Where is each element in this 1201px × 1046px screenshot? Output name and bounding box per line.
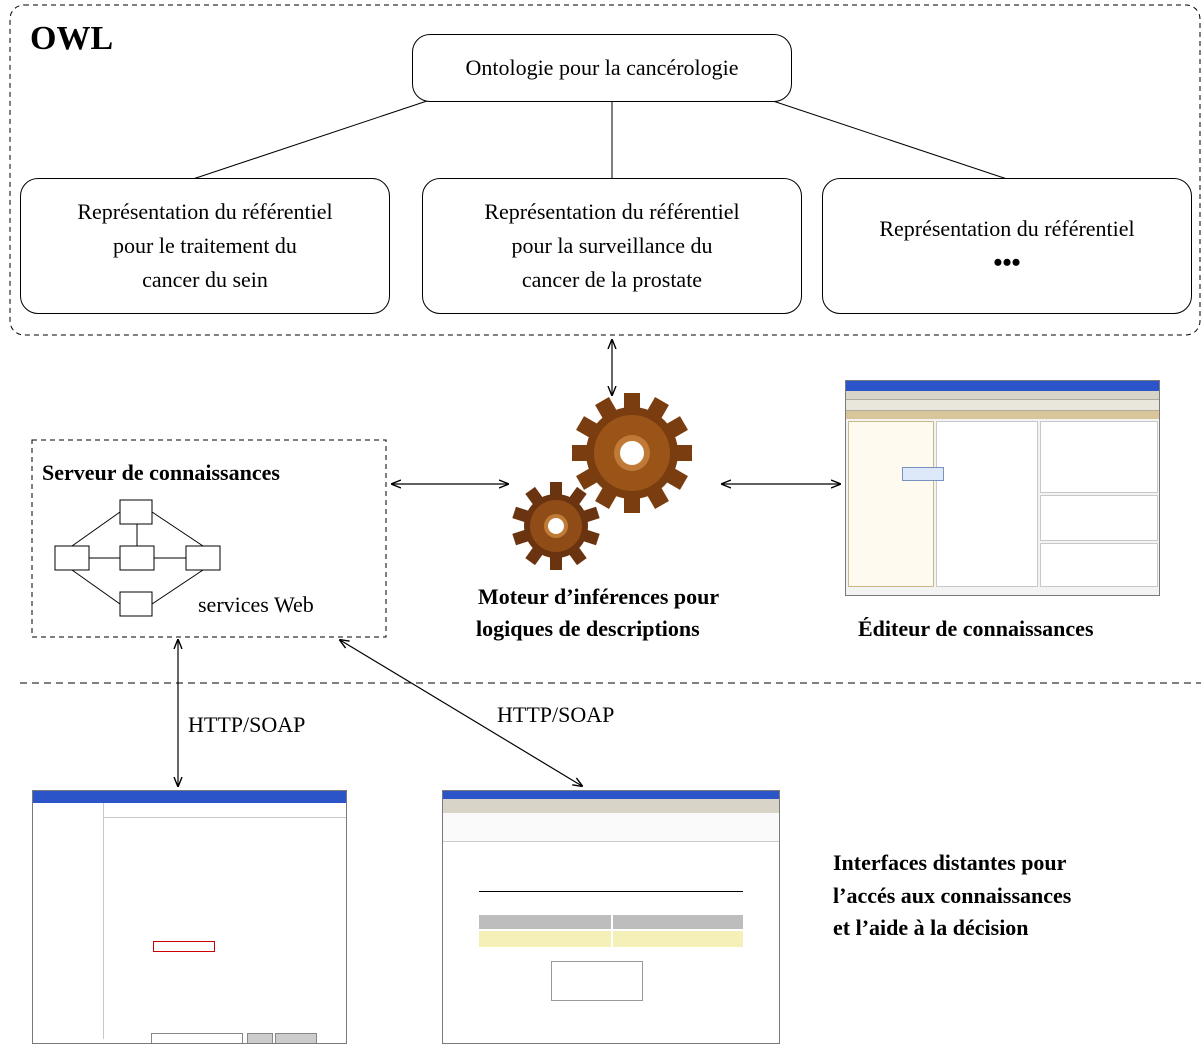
referential-line: cancer du sein <box>142 267 268 292</box>
editor-menubar <box>846 391 1159 400</box>
owl-label: OWL <box>30 20 114 57</box>
editor-screenshot <box>845 380 1160 596</box>
referential-box-prostate: Représentation du référentiel pour la su… <box>422 178 802 314</box>
web-client-toolbar <box>443 799 779 814</box>
referential-line: pour le traitement du <box>113 233 297 258</box>
web-client-screenshot <box>442 790 780 1044</box>
tree-line-right <box>769 99 1011 181</box>
ontology-root-label: Ontologie pour la cancérologie <box>465 55 739 80</box>
editor-titlebar <box>846 381 1159 391</box>
remote-interfaces-line1: Interfaces distantes pour <box>833 850 1067 875</box>
small-gear-icon <box>512 482 600 570</box>
gear-icon <box>572 393 692 513</box>
web-client-titlebar <box>443 791 779 799</box>
desktop-client-screenshot <box>32 790 347 1044</box>
knowledge-server-title: Serveur de connaissances <box>42 460 280 485</box>
ellipsis-label: ••• <box>993 248 1021 277</box>
web-services-label: services Web <box>198 592 314 617</box>
referential-line: Représentation du référentiel <box>484 199 740 224</box>
http-soap-label-left: HTTP/SOAP <box>188 712 306 737</box>
referential-line: Représentation du référentiel <box>77 199 333 224</box>
knowledge-editor-caption: Éditeur de connaissances <box>858 616 1094 641</box>
referential-line: cancer de la prostate <box>521 267 703 292</box>
tree-line-left <box>189 99 431 181</box>
ontology-root-box: Ontologie pour la cancérologie <box>412 34 792 102</box>
owl-region-border <box>9 4 1201 336</box>
service-graph <box>54 499 221 617</box>
inference-engine-caption-line2: logiques de descriptions <box>476 616 700 641</box>
remote-interfaces-line3: et l’aide à la décision <box>833 915 1029 940</box>
desktop-client-titlebar <box>33 791 346 803</box>
http-soap-label-right: HTTP/SOAP <box>497 702 615 727</box>
knowledge-server-border <box>31 439 387 638</box>
remote-interfaces-line2: l’accés aux connaissances <box>833 883 1072 908</box>
arrow-server-client-right <box>340 640 582 786</box>
referential-box-breast: Représentation du référentiel pour le tr… <box>20 178 390 314</box>
referential-box-more: Représentation du référentiel ••• <box>822 178 1192 314</box>
inference-engine-caption-line1: Moteur d’inférences pour <box>478 584 720 609</box>
referential-line: pour la surveillance du <box>511 233 713 258</box>
referential-line: Représentation du référentiel <box>879 216 1135 241</box>
